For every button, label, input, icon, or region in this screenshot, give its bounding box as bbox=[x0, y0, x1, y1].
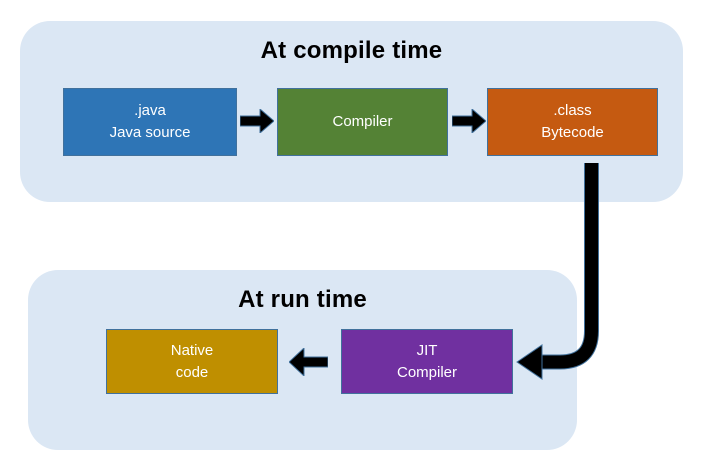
java-source-label-line1: .java bbox=[134, 102, 166, 119]
arrow-right-icon bbox=[452, 109, 486, 133]
arrow-right-icon bbox=[240, 109, 274, 133]
jit-label-line1: JIT bbox=[416, 341, 438, 359]
java-source-label-line2: Java source bbox=[109, 124, 191, 141]
compile-time-title: At compile time bbox=[260, 37, 443, 64]
jit-label-line2: Compiler bbox=[396, 363, 457, 381]
class-label-line2: Bytecode bbox=[541, 124, 604, 141]
run-time-title: At run time bbox=[238, 286, 367, 313]
native-label-line2: code bbox=[175, 363, 209, 381]
compiler-box: Compiler bbox=[277, 88, 448, 156]
class-bytecode-box: .class Bytecode bbox=[487, 88, 658, 156]
class-label-line1: .class bbox=[553, 102, 592, 119]
jit-compiler-box: JIT Compiler bbox=[341, 329, 513, 394]
arrow-left-icon bbox=[289, 348, 328, 376]
native-label-line1: Native bbox=[170, 341, 214, 359]
native-code-box: Native code bbox=[106, 329, 278, 394]
compiler-label: Compiler bbox=[332, 113, 393, 130]
java-source-box: .java Java source bbox=[63, 88, 237, 156]
